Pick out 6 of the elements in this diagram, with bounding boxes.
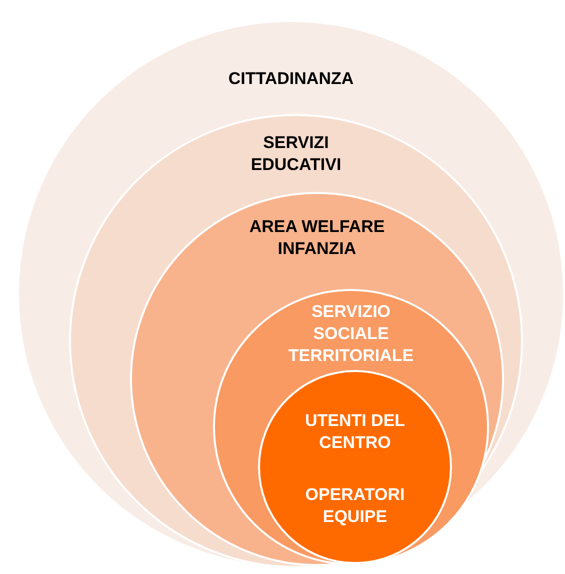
circle-label: UTENTI DEL CENTRO: [304, 410, 406, 454]
circle-label: AREA WELFARE INFANZIA: [248, 216, 386, 260]
circle-label: SERVIZI EDUCATIVI: [250, 132, 342, 176]
circle-label: SERVIZIO SOCIALE TERRITORIALE: [287, 301, 415, 367]
circle-label: CITTADINANZA: [227, 68, 355, 90]
circle-label: OPERATORI EQUIPE: [304, 484, 406, 528]
